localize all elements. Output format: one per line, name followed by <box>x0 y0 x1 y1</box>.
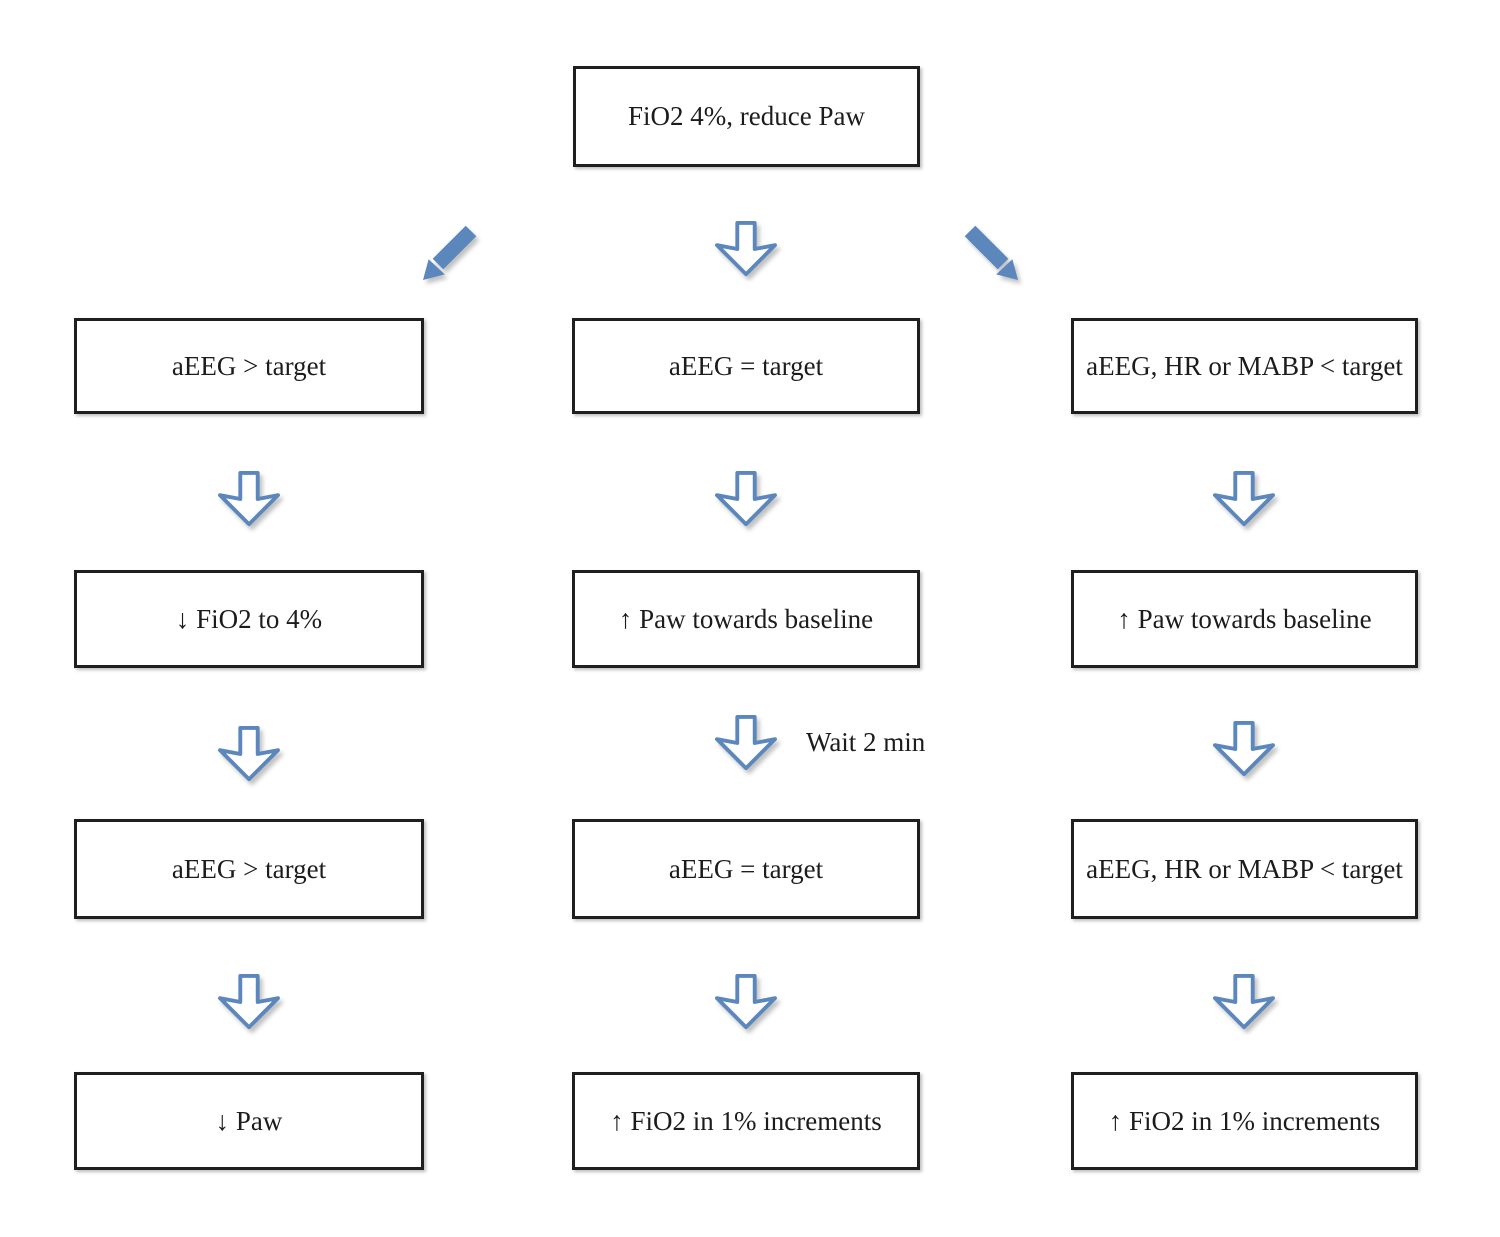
flow-box-middle-row4-label: ↑ FiO2 in 1% increments <box>610 1105 882 1136</box>
flow-box-middle-row4: ↑ FiO2 in 1% increments <box>572 1072 920 1170</box>
flow-box-middle-row2: ↑ Paw towards baseline <box>572 570 920 668</box>
flow-box-right-row2: ↑ Paw towards baseline <box>1071 570 1418 668</box>
down-block-arrow-icon <box>715 220 777 277</box>
wait-annotation: Wait 2 min <box>806 727 926 757</box>
down-block-arrow-icon <box>218 470 280 527</box>
flow-box-left-row4-label: ↓ Paw <box>215 1105 283 1136</box>
down-block-arrow-icon <box>218 973 280 1030</box>
diagonal-arrow-right-icon <box>964 225 1018 280</box>
down-block-arrow-icon <box>1213 470 1275 527</box>
down-block-arrow-icon <box>1213 720 1275 777</box>
flow-box-left-row2-label: ↓ FiO2 to 4% <box>175 603 323 634</box>
flow-box-right-row4: ↑ FiO2 in 1% increments <box>1071 1072 1418 1170</box>
flow-box-right-row2-label: ↑ Paw towards baseline <box>1117 603 1372 634</box>
flow-box-start-label: FiO2 4%, reduce Paw <box>628 101 865 132</box>
flow-box-left-row1: aEEG > target <box>74 318 424 414</box>
down-block-arrow-icon <box>1213 973 1275 1030</box>
flow-box-left-row3: aEEG > target <box>74 819 424 919</box>
down-block-arrow-icon <box>715 973 777 1030</box>
flow-box-middle-row1-label: aEEG = target <box>668 350 824 381</box>
flow-box-middle-row1: aEEG = target <box>572 318 920 414</box>
flow-box-middle-row3: aEEG = target <box>572 819 920 919</box>
diagonal-arrow-left-icon <box>423 225 477 280</box>
flow-box-left-row3-label: aEEG > target <box>171 853 327 884</box>
flow-box-right-row4-label: ↑ FiO2 in 1% increments <box>1108 1105 1381 1136</box>
down-block-arrow-icon <box>715 470 777 527</box>
flow-box-left-row1-label: aEEG > target <box>171 350 327 381</box>
flow-box-middle-row3-label: aEEG = target <box>668 853 824 884</box>
flow-box-left-row2: ↓ FiO2 to 4% <box>74 570 424 668</box>
flow-box-middle-row2-label: ↑ Paw towards baseline <box>618 603 874 634</box>
flow-box-right-row3-label: aEEG, HR or MABP < target <box>1086 853 1403 884</box>
flow-box-start: FiO2 4%, reduce Paw <box>573 66 920 167</box>
flow-box-right-row1-label: aEEG, HR or MABP < target <box>1086 350 1403 381</box>
flow-box-right-row1: aEEG, HR or MABP < target <box>1071 318 1418 414</box>
down-block-arrow-icon <box>715 714 777 771</box>
flow-box-right-row3: aEEG, HR or MABP < target <box>1071 819 1418 919</box>
flow-box-left-row4: ↓ Paw <box>74 1072 424 1170</box>
down-block-arrow-icon <box>218 725 280 782</box>
